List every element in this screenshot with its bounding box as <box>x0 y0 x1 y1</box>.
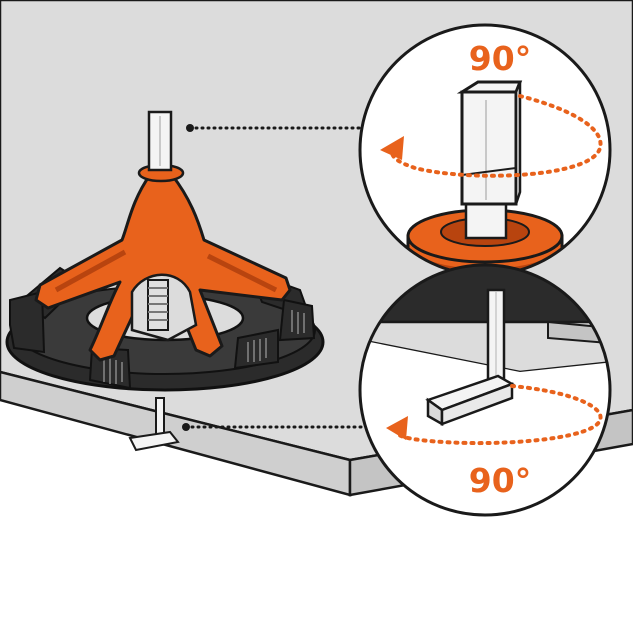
rotate-arrow-left-icon <box>386 384 603 446</box>
threaded-screw <box>147 279 169 331</box>
leader-lines <box>182 124 364 431</box>
main-shaft <box>147 110 173 172</box>
zoom-shaft-top <box>456 80 523 240</box>
zoom-stem <box>486 288 506 382</box>
orange-cap <box>34 163 292 362</box>
top-angle-label: 90° <box>469 39 531 78</box>
base-clip-block-right <box>233 298 316 370</box>
rotate-arrow-left-icon <box>380 94 603 178</box>
bottom-angle-label: 90° <box>469 461 531 500</box>
bottom-zoom-circle: 90° <box>358 263 612 517</box>
main-t-foot <box>128 397 180 452</box>
